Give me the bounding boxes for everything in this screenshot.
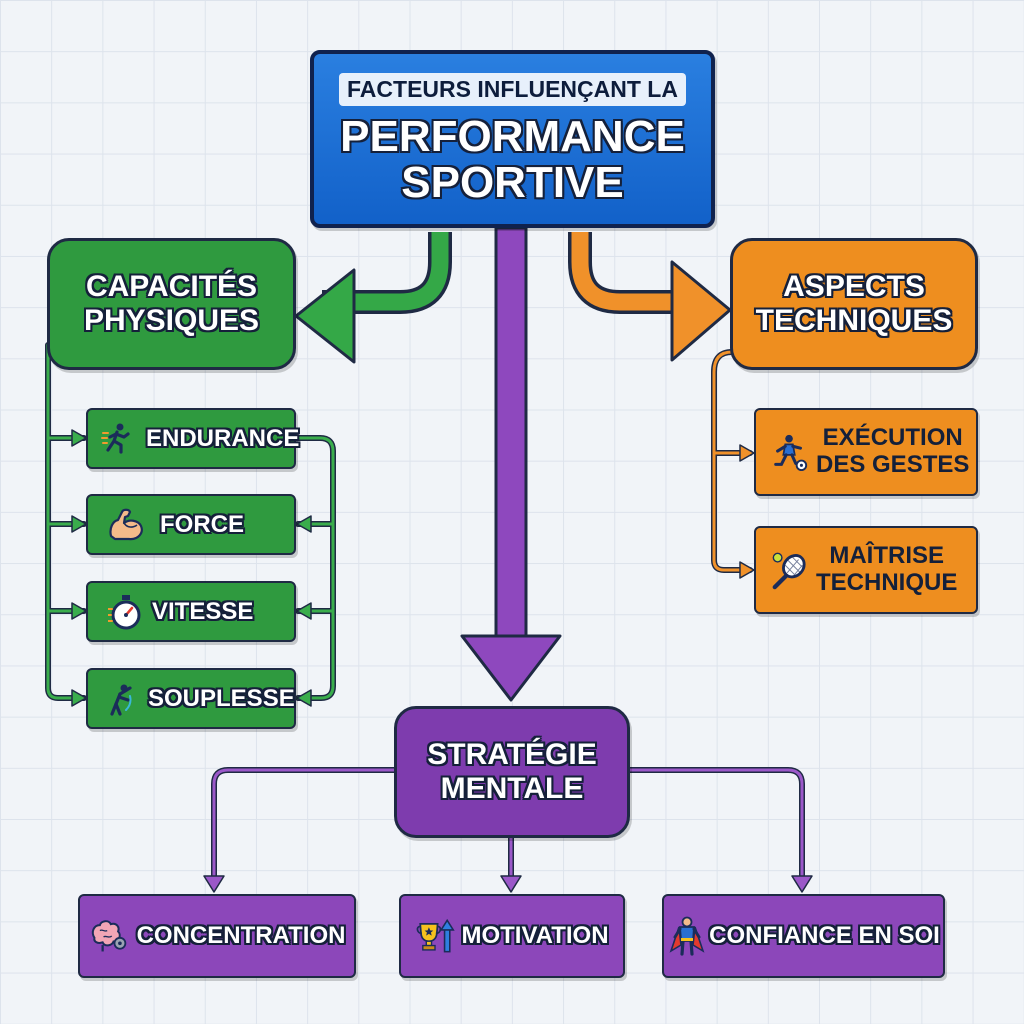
category-physical: CAPACITÉS PHYSIQUES bbox=[47, 238, 296, 370]
physical-item-souplesse: SOUPLESSE bbox=[86, 668, 296, 729]
superhero-icon bbox=[667, 916, 707, 956]
tennis-racket-icon bbox=[770, 550, 810, 590]
physical-item-label: ENDURANCE bbox=[146, 424, 300, 452]
technical-item-maitrise: MAÎTRISE TECHNIQUE bbox=[754, 526, 978, 614]
category-physical-label: CAPACITÉS PHYSIQUES bbox=[83, 270, 260, 337]
mental-item-label: MOTIVATION bbox=[461, 922, 609, 949]
title-subheading: FACTEURS INFLUENÇANT LA bbox=[339, 72, 686, 106]
soccer-player-icon bbox=[770, 432, 810, 472]
physical-item-label: FORCE bbox=[160, 510, 244, 538]
main-title-box: FACTEURS INFLUENÇANT LA PERFORMANCE SPOR… bbox=[310, 50, 715, 228]
physical-connectors bbox=[45, 342, 336, 707]
mental-connectors bbox=[203, 767, 813, 893]
runner-icon bbox=[98, 419, 138, 459]
category-technical: ASPECTS TECHNIQUES bbox=[730, 238, 978, 370]
category-mental-label: STRATÉGIE MENTALE bbox=[427, 738, 597, 805]
technical-item-label: EXÉCUTION DES GESTES bbox=[816, 424, 970, 478]
technical-connectors bbox=[711, 349, 755, 579]
mental-item-label: CONCENTRATION bbox=[136, 922, 346, 949]
physical-item-label: SOUPLESSE bbox=[148, 684, 295, 712]
technical-item-execution: EXÉCUTION DES GESTES bbox=[754, 408, 978, 496]
physical-item-vitesse: VITESSE bbox=[86, 581, 296, 642]
physical-item-label: VITESSE bbox=[152, 597, 254, 625]
trophy-arrow-icon bbox=[415, 916, 456, 956]
brain-gear-icon bbox=[89, 916, 129, 956]
arrow-to-mental bbox=[494, 226, 528, 642]
physical-item-force: FORCE bbox=[86, 494, 296, 555]
flexed-bicep-icon bbox=[106, 505, 146, 545]
physical-item-endurance: ENDURANCE bbox=[86, 408, 300, 469]
mental-item-confiance: CONFIANCE EN SOI bbox=[662, 894, 945, 978]
title-heading: PERFORMANCE SPORTIVE bbox=[340, 111, 685, 207]
mental-item-label: CONFIANCE EN SOI bbox=[709, 922, 940, 949]
stopwatch-icon bbox=[106, 592, 146, 632]
category-technical-label: ASPECTS TECHNIQUES bbox=[755, 270, 953, 337]
category-mental: STRATÉGIE MENTALE bbox=[394, 706, 630, 838]
mental-item-motivation: MOTIVATION bbox=[399, 894, 625, 978]
mental-item-concentration: CONCENTRATION bbox=[78, 894, 356, 978]
stretching-person-icon bbox=[100, 679, 140, 719]
technical-item-label: MAÎTRISE TECHNIQUE bbox=[816, 542, 958, 596]
